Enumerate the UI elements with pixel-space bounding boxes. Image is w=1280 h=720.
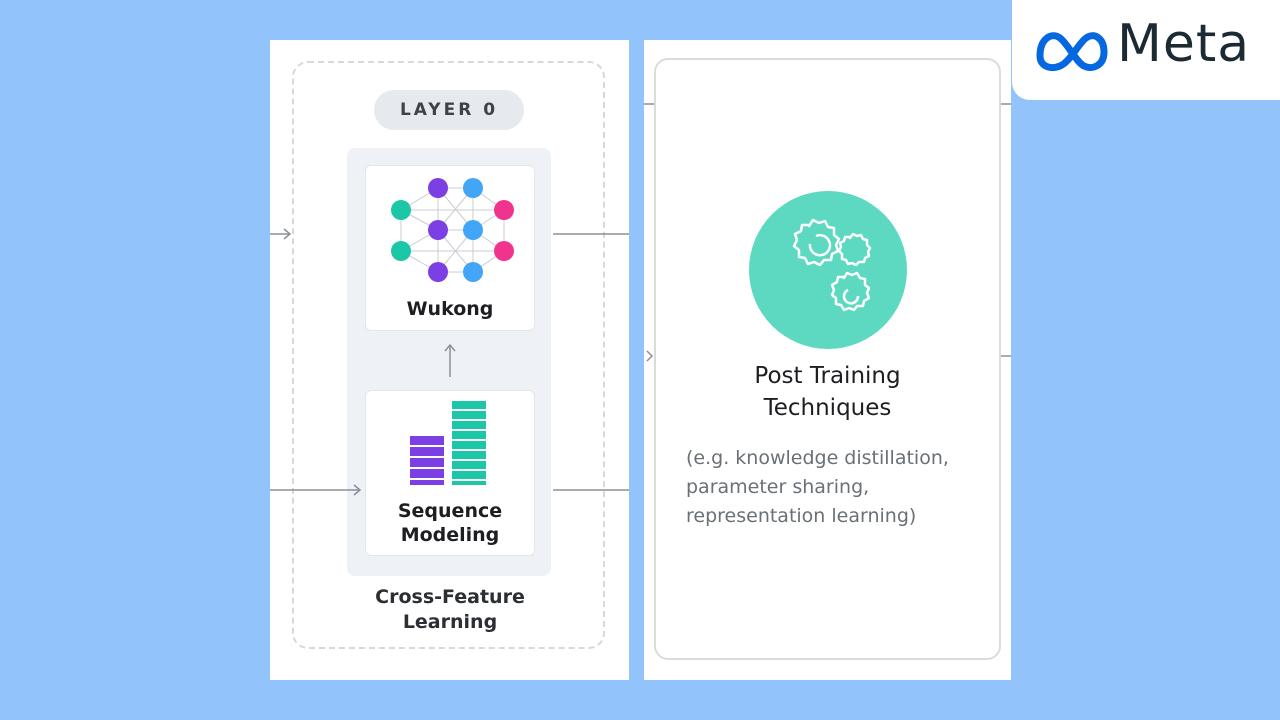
sequence-label-line1: Sequence bbox=[397, 500, 503, 522]
network-node bbox=[428, 178, 448, 198]
post-training-title-line2: Techniques bbox=[763, 395, 892, 421]
sequence-label-line2: Modeling bbox=[400, 524, 500, 546]
post-training-desc-line3: representation learning) bbox=[686, 505, 917, 527]
cross-feature-line1: Cross-Feature bbox=[375, 586, 525, 608]
post-training-desc-line2: parameter sharing, bbox=[686, 476, 870, 498]
network-node bbox=[391, 200, 411, 220]
left-connectors bbox=[270, 228, 629, 496]
wukong-network-icon bbox=[391, 178, 514, 282]
network-node bbox=[494, 200, 514, 220]
tall-bar bbox=[452, 401, 486, 485]
network-node bbox=[391, 241, 411, 261]
post-training-description: (e.g. knowledge distillation, parameter … bbox=[686, 444, 1006, 531]
cross-feature-panel: LAYER 0 bbox=[270, 40, 629, 680]
cross-feature-line2: Learning bbox=[402, 611, 498, 633]
wukong-card: Wukong bbox=[365, 165, 535, 331]
network-node bbox=[463, 220, 483, 240]
sequence-modeling-label: Sequence Modeling bbox=[366, 499, 534, 547]
wukong-label: Wukong bbox=[406, 298, 494, 320]
network-node bbox=[428, 220, 448, 240]
meta-wordmark: Meta bbox=[1117, 14, 1251, 74]
cross-feature-caption: Cross-Feature Learning bbox=[330, 585, 570, 635]
meta-infinity-icon bbox=[1036, 32, 1108, 72]
short-bar bbox=[410, 436, 444, 485]
network-node bbox=[494, 241, 514, 261]
post-training-card bbox=[654, 58, 1001, 660]
post-training-title-line1: Post Training bbox=[754, 363, 901, 389]
sequence-bars-icon bbox=[410, 401, 486, 485]
network-node bbox=[463, 262, 483, 282]
meta-logo: Meta bbox=[1012, 0, 1280, 100]
gears-icon bbox=[749, 191, 907, 349]
layer-label: LAYER 0 bbox=[374, 90, 524, 130]
layer-dashed-frame bbox=[292, 61, 605, 649]
sequence-modeling-card: Sequence Modeling bbox=[365, 390, 535, 556]
post-training-desc-line1: (e.g. knowledge distillation, bbox=[686, 447, 949, 469]
network-node bbox=[428, 262, 448, 282]
post-training-panel: Post Training Techniques (e.g. knowledge… bbox=[644, 40, 1011, 680]
network-node bbox=[463, 178, 483, 198]
post-training-title: Post Training Techniques bbox=[644, 360, 1011, 424]
